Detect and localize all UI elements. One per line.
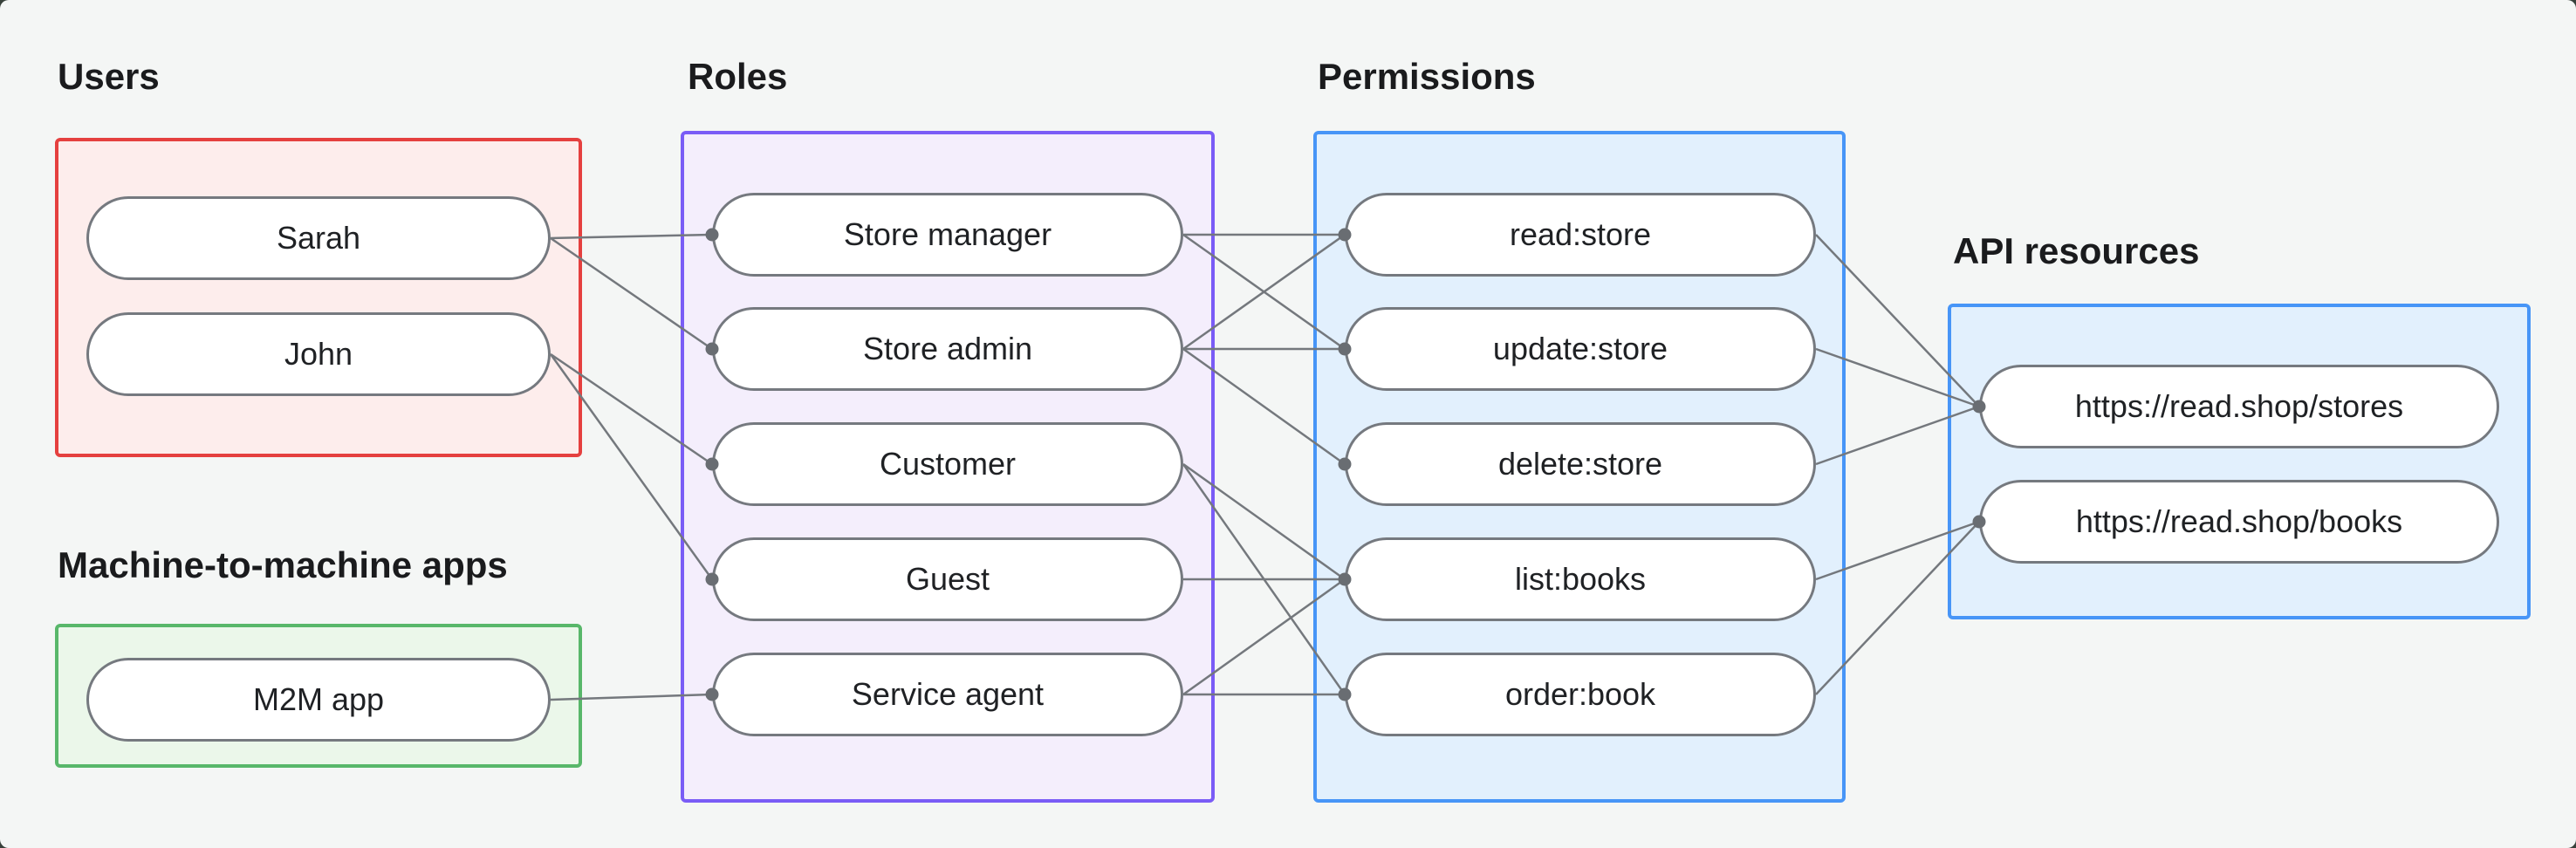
permission-node-list-books: list:books <box>1345 537 1816 621</box>
permission-node-update-store: update:store <box>1345 307 1816 391</box>
roles-section-label: Roles <box>688 56 788 97</box>
role-node-store-manager: Store manager <box>712 193 1183 277</box>
api-resource-node-books: https://read.shop/books <box>1979 480 2499 564</box>
m2m-section-label: Machine-to-machine apps <box>58 544 508 585</box>
permission-node-order-book: order:book <box>1345 653 1816 736</box>
api-resources-group-box <box>1948 304 2531 619</box>
user-node-sarah: Sarah <box>86 196 551 280</box>
role-node-store-admin: Store admin <box>712 307 1183 391</box>
permission-node-read-store: read:store <box>1345 193 1816 277</box>
permissions-section-label: Permissions <box>1318 56 1536 97</box>
users-group-box <box>55 138 582 457</box>
api-resource-node-stores: https://read.shop/stores <box>1979 365 2499 448</box>
role-node-guest: Guest <box>712 537 1183 621</box>
api-resources-section-label: API resources <box>1953 230 2200 271</box>
user-node-john: John <box>86 312 551 396</box>
role-node-service-agent: Service agent <box>712 653 1183 736</box>
m2m-node-app: M2M app <box>86 658 551 742</box>
permission-node-delete-store: delete:store <box>1345 422 1816 506</box>
users-section-label: Users <box>58 56 160 97</box>
role-node-customer: Customer <box>712 422 1183 506</box>
